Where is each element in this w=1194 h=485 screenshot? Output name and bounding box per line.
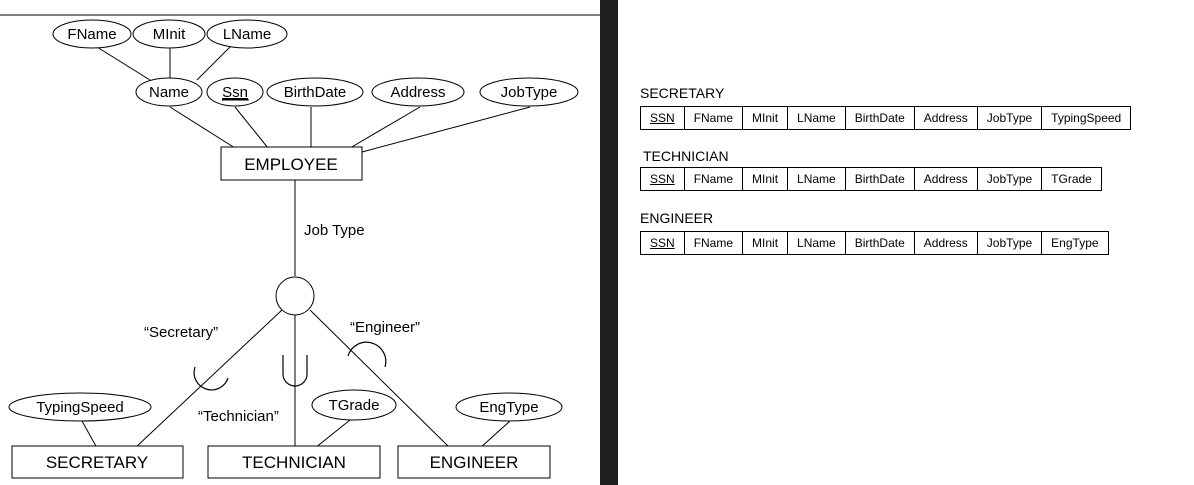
table-row: SSN FName MInit LName BirthDate Address … bbox=[640, 231, 1109, 255]
column-cell: Address bbox=[913, 167, 978, 191]
relation-title-secretary: SECRETARY bbox=[640, 85, 725, 101]
relation-table-engineer: SSN FName MInit LName BirthDate Address … bbox=[640, 231, 1109, 255]
relation-table-technician: SSN FName MInit LName BirthDate Address … bbox=[640, 167, 1102, 191]
column-cell: BirthDate bbox=[844, 106, 915, 130]
entity-employee-label: EMPLOYEE bbox=[244, 155, 338, 174]
column-cell: TGrade bbox=[1041, 167, 1102, 191]
subset-symbol-engineer bbox=[347, 341, 387, 368]
attribute-birthdate: BirthDate bbox=[266, 77, 364, 107]
entity-secretary: SECRETARY bbox=[11, 445, 184, 479]
column-cell: FName bbox=[683, 167, 744, 191]
column-cell: LName bbox=[787, 231, 846, 255]
attribute-fname-label: FName bbox=[67, 26, 116, 43]
attribute-jobtype-label: JobType bbox=[501, 84, 558, 101]
table-row: SSN FName MInit LName BirthDate Address … bbox=[640, 167, 1102, 191]
specialization-circle bbox=[275, 276, 315, 316]
attribute-birthdate-label: BirthDate bbox=[284, 84, 347, 101]
attribute-typingspeed-label: TypingSpeed bbox=[36, 399, 124, 416]
column-cell: BirthDate bbox=[844, 231, 915, 255]
column-cell: MInit bbox=[742, 167, 789, 191]
attribute-address-label: Address bbox=[390, 84, 445, 101]
attribute-lname-label: LName bbox=[223, 26, 271, 43]
subset-symbol-technician bbox=[282, 355, 308, 387]
column-cell: BirthDate bbox=[844, 167, 915, 191]
relation-title-engineer: ENGINEER bbox=[640, 210, 714, 226]
attribute-tgrade-label: TGrade bbox=[329, 397, 380, 414]
connector-lines bbox=[81, 46, 531, 449]
relation-table-secretary: SSN FName MInit LName BirthDate Address … bbox=[640, 106, 1132, 130]
attribute-minit: MInit bbox=[132, 19, 206, 49]
column-cell: LName bbox=[787, 167, 846, 191]
condition-secretary-label: “Secretary” bbox=[144, 324, 218, 341]
entity-technician-label: TECHNICIAN bbox=[242, 453, 346, 472]
column-cell: TypingSpeed bbox=[1041, 106, 1132, 130]
attribute-ssn-label: Ssn bbox=[222, 84, 248, 101]
column-cell: JobType bbox=[976, 231, 1043, 255]
subset-symbol-secretary bbox=[193, 366, 229, 391]
column-cell: SSN bbox=[640, 231, 685, 255]
attribute-address: Address bbox=[371, 77, 465, 107]
attribute-engtype: EngType bbox=[455, 392, 563, 422]
attribute-name: Name bbox=[135, 77, 203, 107]
condition-engineer-label: “Engineer” bbox=[350, 319, 420, 336]
attribute-typingspeed: TypingSpeed bbox=[8, 392, 152, 422]
attribute-jobtype: JobType bbox=[479, 77, 579, 107]
column-cell: FName bbox=[683, 106, 744, 130]
relational-schema-panel: SECRETARY SSN FName MInit LName BirthDat… bbox=[618, 0, 1194, 485]
attribute-fname: FName bbox=[52, 19, 132, 49]
attribute-lname: LName bbox=[206, 19, 288, 49]
relation-title-technician: TECHNICIAN bbox=[643, 148, 729, 164]
entity-technician: TECHNICIAN bbox=[207, 445, 381, 479]
entity-employee: EMPLOYEE bbox=[220, 146, 363, 181]
attribute-name-label: Name bbox=[149, 84, 189, 101]
column-cell: Address bbox=[913, 106, 978, 130]
defining-attribute-label: Job Type bbox=[304, 222, 365, 239]
column-cell: EngType bbox=[1041, 231, 1109, 255]
table-row: SSN FName MInit LName BirthDate Address … bbox=[640, 106, 1132, 130]
entity-secretary-label: SECRETARY bbox=[46, 453, 148, 472]
column-cell: MInit bbox=[742, 106, 789, 130]
column-cell: MInit bbox=[742, 231, 789, 255]
column-cell: LName bbox=[787, 106, 846, 130]
er-diagram-panel: FName MInit LName Name Ssn BirthDate Add… bbox=[0, 0, 600, 485]
column-cell: FName bbox=[683, 231, 744, 255]
entity-engineer-label: ENGINEER bbox=[430, 453, 519, 472]
attribute-tgrade: TGrade bbox=[311, 389, 397, 421]
column-cell: JobType bbox=[976, 167, 1043, 191]
condition-technician-label: “Technician” bbox=[198, 408, 279, 425]
column-cell: SSN bbox=[640, 167, 685, 191]
attribute-minit-label: MInit bbox=[153, 26, 186, 43]
er-diagram: FName MInit LName Name Ssn BirthDate Add… bbox=[0, 14, 600, 479]
column-cell: Address bbox=[913, 231, 978, 255]
attribute-engtype-label: EngType bbox=[479, 399, 538, 416]
entity-engineer: ENGINEER bbox=[397, 445, 551, 479]
column-cell: SSN bbox=[640, 106, 685, 130]
attribute-ssn: Ssn bbox=[206, 77, 264, 107]
column-cell: JobType bbox=[976, 106, 1043, 130]
